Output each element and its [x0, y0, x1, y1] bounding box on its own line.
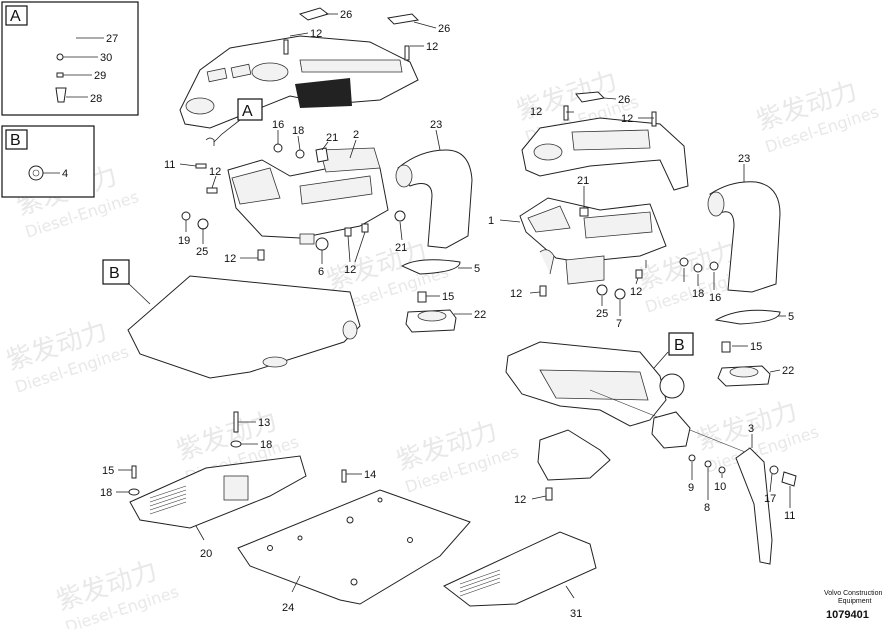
- callout-24: 24: [282, 602, 294, 614]
- callout-10: 10: [714, 481, 726, 493]
- callout-8: 8: [704, 502, 710, 514]
- callout-15: 15: [442, 291, 454, 303]
- view-marker-a: A: [242, 103, 253, 120]
- leader-lines-right-upper: [499, 97, 786, 373]
- callout-22: 22: [474, 309, 486, 321]
- callout-12: 12: [224, 253, 236, 265]
- callout-12: 12: [310, 28, 322, 40]
- callout-6: 6: [318, 266, 324, 278]
- callout-30: 30: [100, 52, 112, 64]
- callout-18: 18: [260, 439, 272, 451]
- callout-17: 17: [764, 493, 776, 505]
- base-plate: [237, 489, 471, 605]
- callout-15: 15: [750, 341, 762, 353]
- callout-19: 19: [178, 235, 190, 247]
- callout-22: 22: [782, 365, 794, 377]
- callout-26: 26: [618, 94, 630, 106]
- callout-31: 31: [570, 608, 582, 620]
- callout-20: 20: [200, 548, 212, 560]
- inset-letter-a: A: [10, 8, 21, 25]
- hose: [397, 149, 473, 249]
- callout-21: 21: [577, 175, 589, 187]
- clip: [56, 72, 64, 78]
- callout-12: 12: [630, 286, 642, 298]
- callout-23: 23: [738, 153, 750, 165]
- bottom-parts: [128, 411, 597, 607]
- callout-18: 18: [100, 487, 112, 499]
- callout-12: 12: [530, 106, 542, 118]
- vent-housing-front: [443, 531, 597, 607]
- callout-12: 12: [621, 113, 633, 125]
- callout-2: 2: [353, 129, 359, 141]
- callout-27: 27: [106, 33, 118, 45]
- right-hose: [709, 181, 781, 293]
- top-cover: [179, 35, 419, 129]
- callout-14: 14: [364, 469, 376, 481]
- callout-4: 4: [62, 168, 68, 180]
- leader-lines-left-upper: [179, 13, 472, 315]
- leader-lines-right-lower: [531, 434, 791, 508]
- callout-1: 1: [488, 215, 494, 227]
- washer: [56, 53, 64, 61]
- callout-28: 28: [90, 93, 102, 105]
- inset-box-b: B 4: [1, 125, 95, 198]
- company-line1: Volvo Construction: [824, 590, 882, 597]
- callout-5: 5: [788, 311, 794, 323]
- callout-18: 18: [292, 125, 304, 137]
- callout-25: 25: [196, 246, 208, 258]
- doc-number: 1079401: [826, 609, 869, 621]
- callout-3: 3: [748, 423, 754, 435]
- inset-letter-b: B: [10, 132, 21, 149]
- callout-12: 12: [514, 494, 526, 506]
- right-lower-assembly: B: [505, 332, 797, 565]
- callout-16: 16: [709, 292, 721, 304]
- cover-panel: [127, 275, 361, 379]
- left-console-assembly: A: [179, 7, 473, 333]
- callout-15: 15: [102, 465, 114, 477]
- callout-16: 16: [272, 119, 284, 131]
- callout-26: 26: [438, 23, 450, 35]
- callout-12: 12: [510, 288, 522, 300]
- callout-9: 9: [688, 482, 694, 494]
- callout-23: 23: [430, 119, 442, 131]
- right-console-assembly: [519, 91, 781, 387]
- bracket-piece: [537, 429, 611, 481]
- company-line2: Equipment: [838, 598, 872, 605]
- view-marker-b: B: [109, 265, 120, 282]
- callout-11: 11: [164, 159, 175, 171]
- callout-7: 7: [616, 318, 622, 330]
- callout-12: 12: [209, 166, 221, 178]
- footer: Volvo Construction Equipment 1079401: [824, 590, 882, 621]
- right-strap: [714, 309, 781, 325]
- callout-21: 21: [326, 132, 338, 144]
- callouts-right-lower: 3 9 8 10 17 11 12: [514, 423, 795, 522]
- callout-21: 21: [395, 242, 407, 254]
- callout-11: 11: [784, 510, 795, 522]
- knob: [55, 87, 67, 103]
- callout-12: 12: [426, 41, 438, 53]
- callouts-right-upper: 12 26 12 23 21 1 12 25 7 12 18 16 5 15 2…: [488, 94, 794, 377]
- leader-lines-bottom: [116, 421, 575, 599]
- lever: [735, 447, 773, 565]
- callout-13: 13: [258, 417, 270, 429]
- inset-box-a: A 27 30 29 28: [1, 1, 139, 116]
- callout-18: 18: [692, 288, 704, 300]
- view-marker-b: B: [674, 337, 685, 354]
- callout-5: 5: [474, 263, 480, 275]
- strap: [400, 259, 461, 275]
- callout-12: 12: [344, 264, 356, 276]
- callout-29: 29: [94, 70, 106, 82]
- grommet: [28, 165, 44, 181]
- callouts-bottom: 13 18 15 18 20 14 24 31: [100, 417, 582, 620]
- callouts-left-upper: 26 12 12 26 16 18 21 2 23 11 12 19 25 12…: [164, 9, 486, 321]
- vent-housing: [129, 455, 307, 529]
- callout-26: 26: [340, 9, 352, 21]
- left-lower-panel: B: [102, 259, 361, 379]
- callout-25: 25: [596, 308, 608, 320]
- bushing: [651, 411, 691, 449]
